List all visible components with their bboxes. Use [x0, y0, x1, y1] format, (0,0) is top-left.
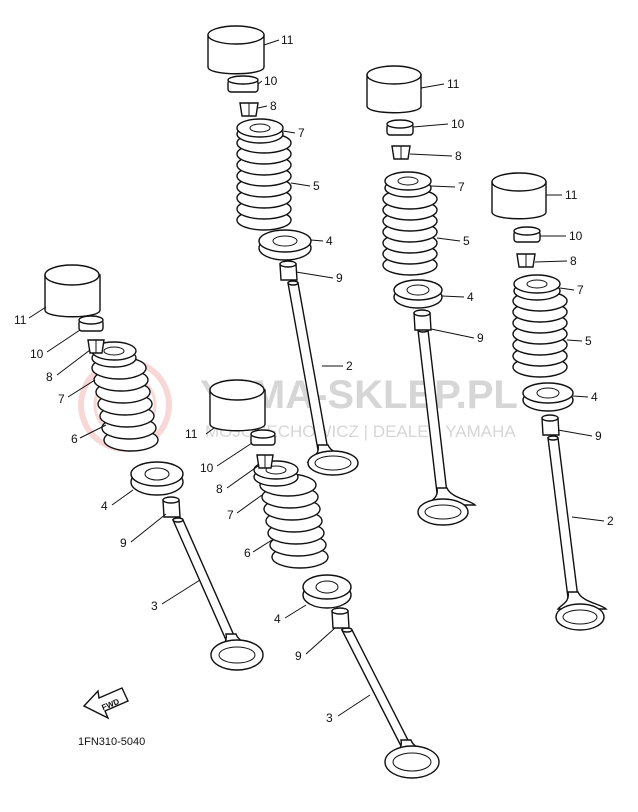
label-6-e: 6 — [244, 546, 251, 560]
label-2-a: 2 — [346, 359, 353, 373]
label-9-a: 9 — [336, 271, 343, 285]
label-4-c: 4 — [591, 390, 598, 404]
spring-retainer-c — [513, 274, 561, 301]
label-4-d: 4 — [101, 499, 108, 513]
label-7-d: 7 — [58, 392, 65, 406]
spring-retainer-a — [236, 118, 284, 144]
valve-a — [287, 280, 359, 476]
front-direction-arrow: FWD — [82, 687, 129, 720]
valve-spring-e — [259, 473, 329, 569]
label-10-b: 10 — [451, 117, 465, 131]
label-9-d: 9 — [120, 536, 127, 550]
leader-lines — [28, 39, 605, 717]
valve-lifter-a — [207, 25, 265, 75]
label-11-d: 11 — [14, 313, 27, 327]
adjusting-shim-c — [513, 226, 541, 243]
label-11-c: 11 — [565, 188, 578, 202]
label-9-e: 9 — [295, 649, 302, 663]
label-11-a: 11 — [281, 33, 294, 47]
label-8-c: 8 — [570, 254, 577, 268]
valve-lifter-e — [209, 379, 266, 432]
adjusting-shim-d — [78, 315, 104, 332]
valve-lifter-c — [491, 172, 547, 220]
label-9-c: 9 — [595, 429, 602, 443]
valve-assembly-e — [209, 379, 440, 779]
label-7-e: 7 — [227, 508, 234, 522]
label-5-c: 5 — [585, 334, 592, 348]
label-11-e: 11 — [185, 427, 198, 441]
label-7-b: 7 — [458, 180, 465, 194]
label-4-e: 4 — [274, 612, 281, 626]
label-10-a: 10 — [264, 74, 278, 88]
label-10-c: 10 — [569, 229, 583, 243]
label-7-a: 7 — [298, 126, 305, 140]
valve-assembly-d — [44, 264, 264, 671]
label-8-e: 8 — [216, 482, 223, 496]
valve-assembly-b — [366, 65, 477, 526]
label-10-e: 10 — [200, 461, 214, 475]
spring-seat-e — [302, 574, 352, 609]
label-6-d: 6 — [71, 432, 78, 446]
label-11-b: 11 — [447, 77, 460, 91]
label-4-a: 4 — [326, 234, 333, 248]
diagram-code: 1FN310-5040 — [78, 736, 145, 748]
valve-assembly-a — [207, 25, 359, 476]
label-7-c: 7 — [577, 283, 584, 297]
valve-e — [340, 627, 440, 779]
spring-retainer-b — [384, 171, 432, 198]
spring-seat-b — [393, 279, 443, 309]
label-3-e: 3 — [326, 711, 333, 725]
label-8-d: 8 — [46, 370, 53, 384]
label-8-a: 8 — [270, 99, 277, 113]
label-5-a: 5 — [313, 179, 320, 193]
adjusting-shim-a — [227, 75, 259, 93]
spring-seat-a — [258, 229, 312, 261]
valve-d — [171, 517, 264, 671]
valve-assembly-c — [491, 172, 608, 631]
label-2-c: 2 — [607, 514, 614, 528]
spring-seat-c — [522, 382, 574, 412]
valve-lifter-d — [44, 264, 101, 318]
part-labels: 11 10 8 7 5 4 9 2 11 10 8 7 5 4 9 11 10 … — [14, 33, 614, 725]
label-9-b: 9 — [477, 331, 484, 345]
valve-spring-b — [382, 188, 438, 276]
adjusting-shim-b — [386, 119, 414, 136]
spring-seat-d — [130, 461, 184, 496]
valve-lifter-b — [366, 65, 422, 114]
valve-spring-c — [512, 290, 568, 378]
valve-c — [547, 435, 608, 631]
label-3-d: 3 — [151, 599, 158, 613]
valve-spring-a — [236, 132, 292, 231]
label-5-b: 5 — [463, 234, 470, 248]
label-8-b: 8 — [455, 149, 462, 163]
adjusting-shim-e — [250, 429, 276, 446]
label-4-b: 4 — [467, 290, 474, 304]
label-10-d: 10 — [30, 347, 44, 361]
